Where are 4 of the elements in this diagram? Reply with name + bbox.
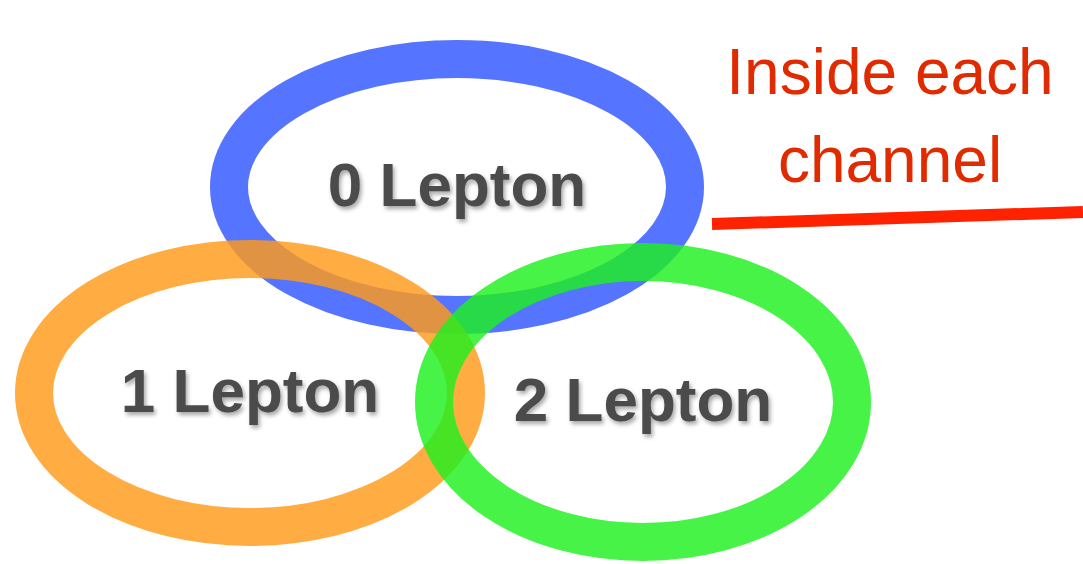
channel-label: 0 Lepton [326, 149, 588, 220]
annotation-text: Inside each channel [725, 35, 1055, 198]
channel-label: 1 Lepton [119, 355, 381, 426]
channel-label: 2 Lepton [512, 364, 774, 435]
